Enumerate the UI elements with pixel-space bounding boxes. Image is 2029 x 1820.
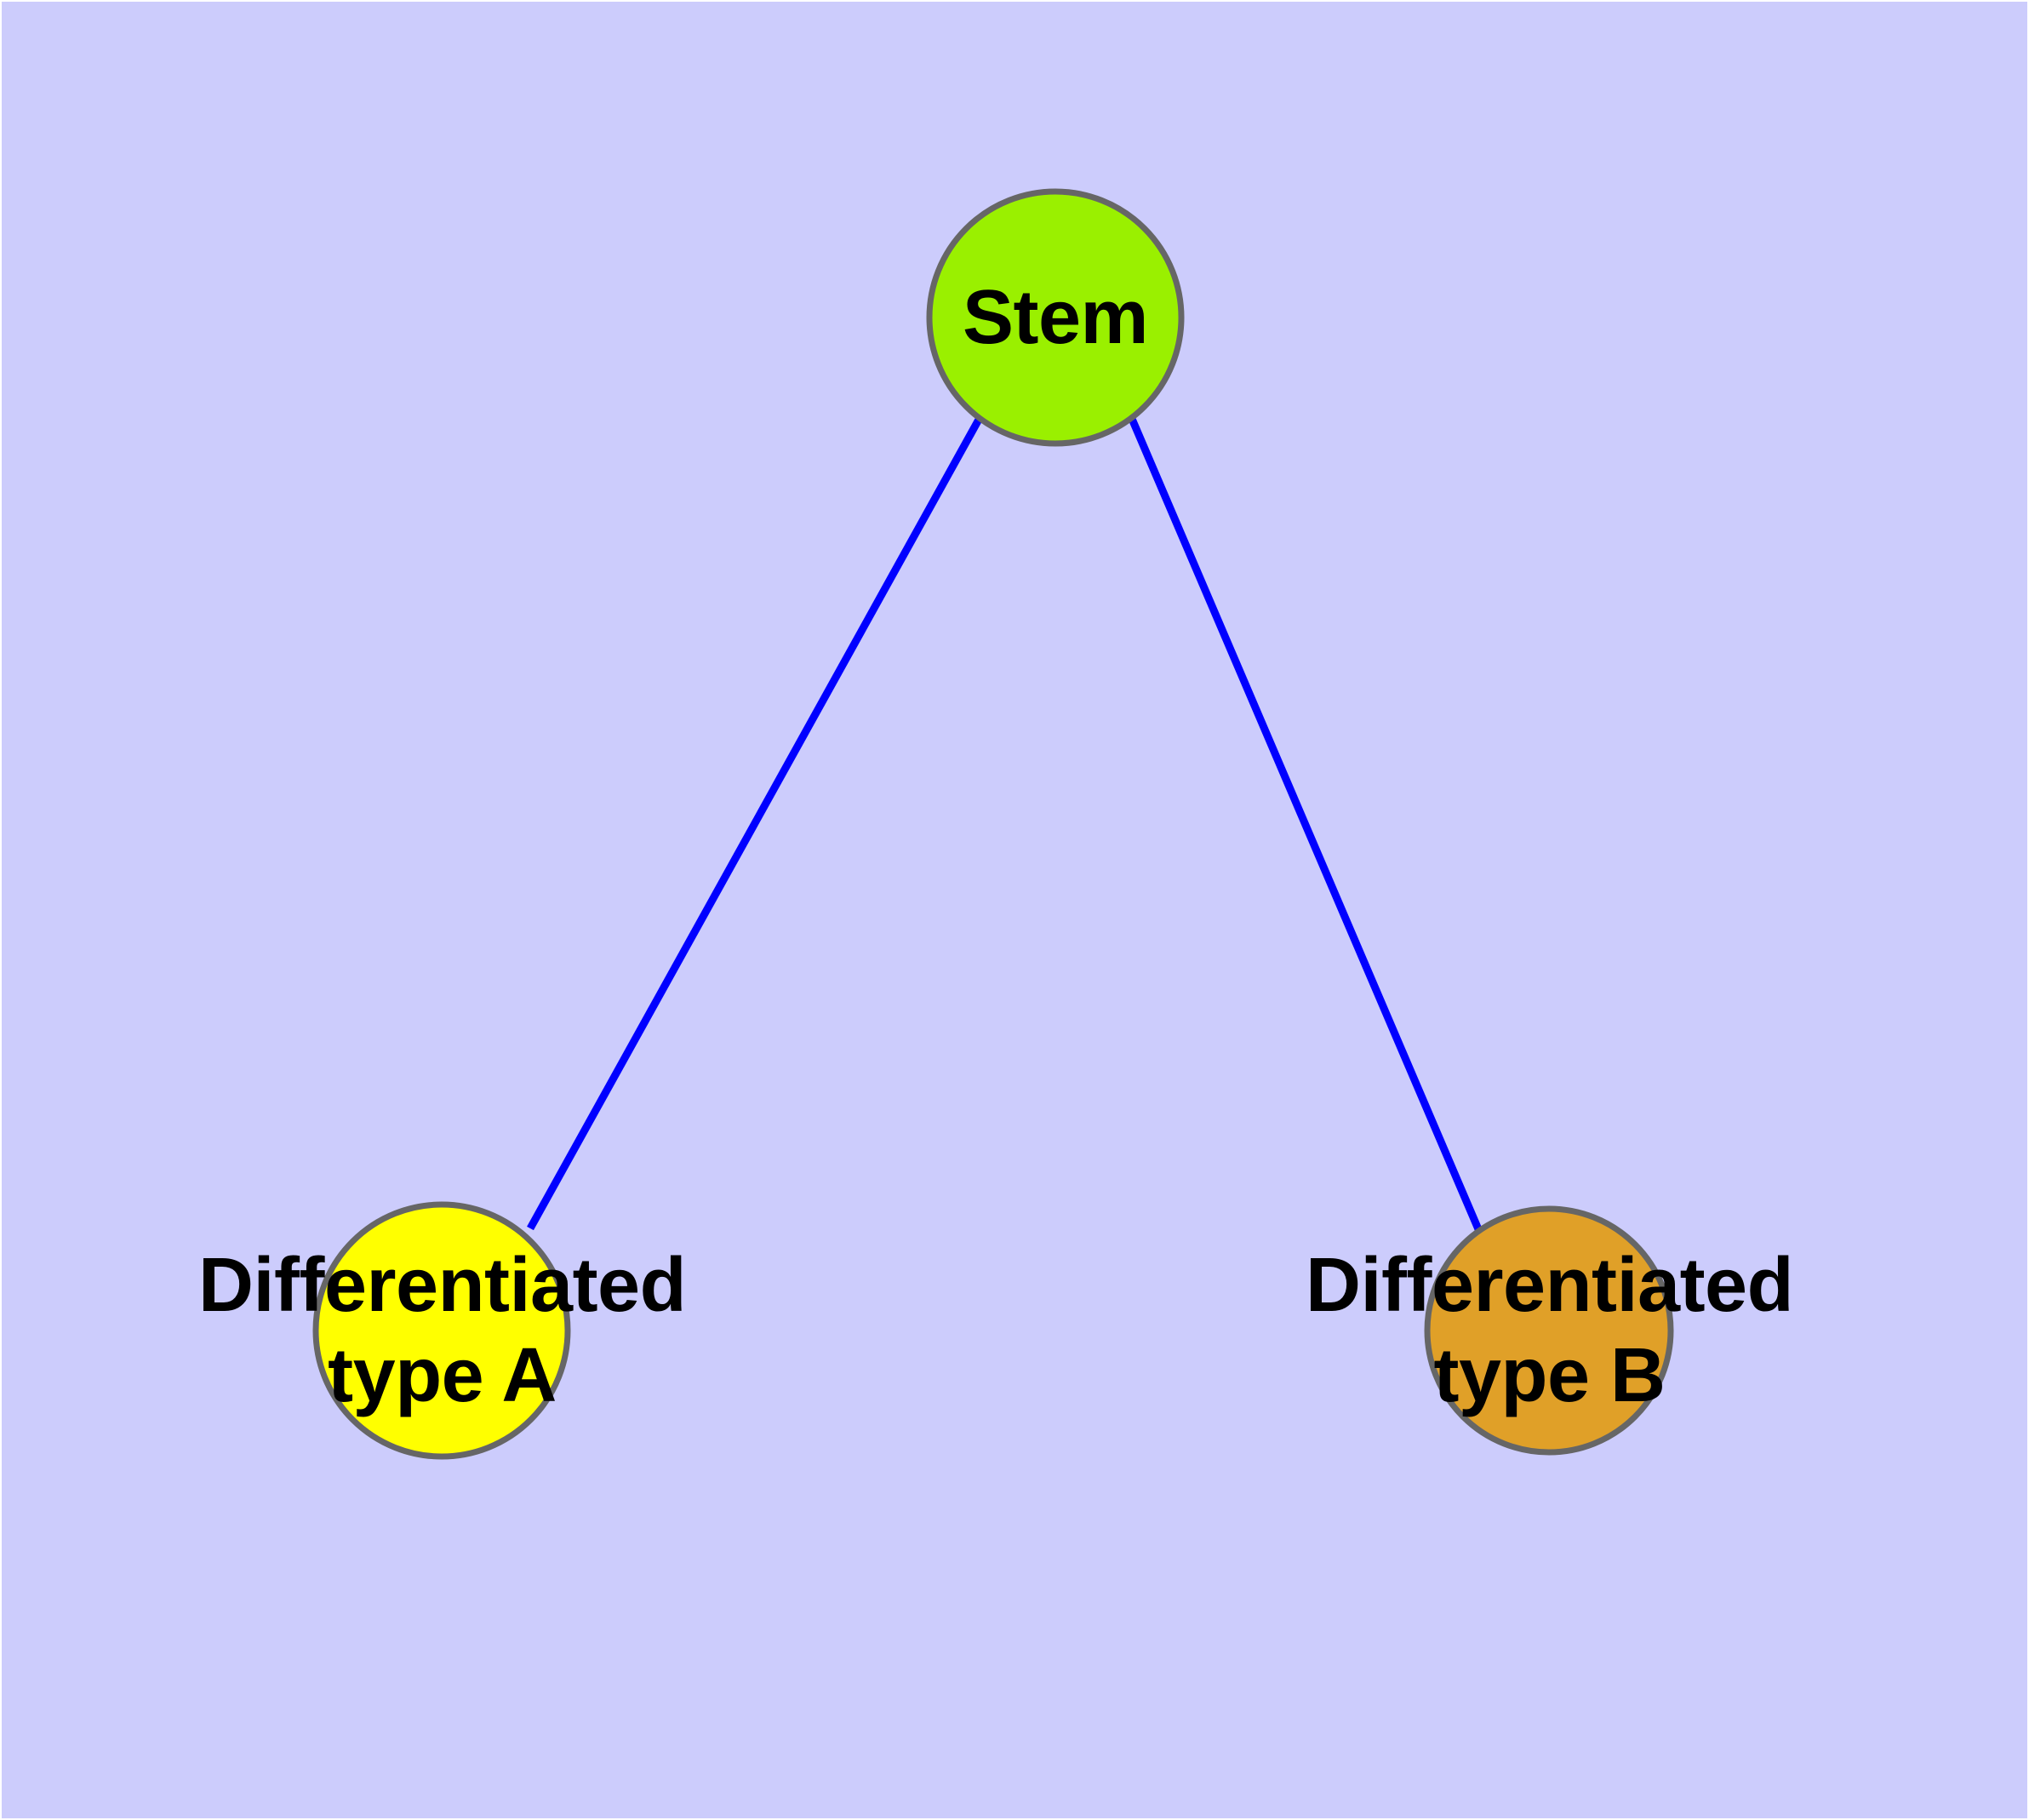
nodes-layer	[312, 188, 1674, 1460]
edges-layer	[527, 415, 1483, 1231]
graph-node-diff_a[interactable]	[312, 1201, 571, 1460]
graph-node-stem[interactable]	[926, 188, 1185, 447]
graph-edge[interactable]	[1128, 417, 1483, 1231]
graph-node-diff_b[interactable]	[1424, 1205, 1674, 1456]
graph-edge[interactable]	[527, 415, 983, 1231]
